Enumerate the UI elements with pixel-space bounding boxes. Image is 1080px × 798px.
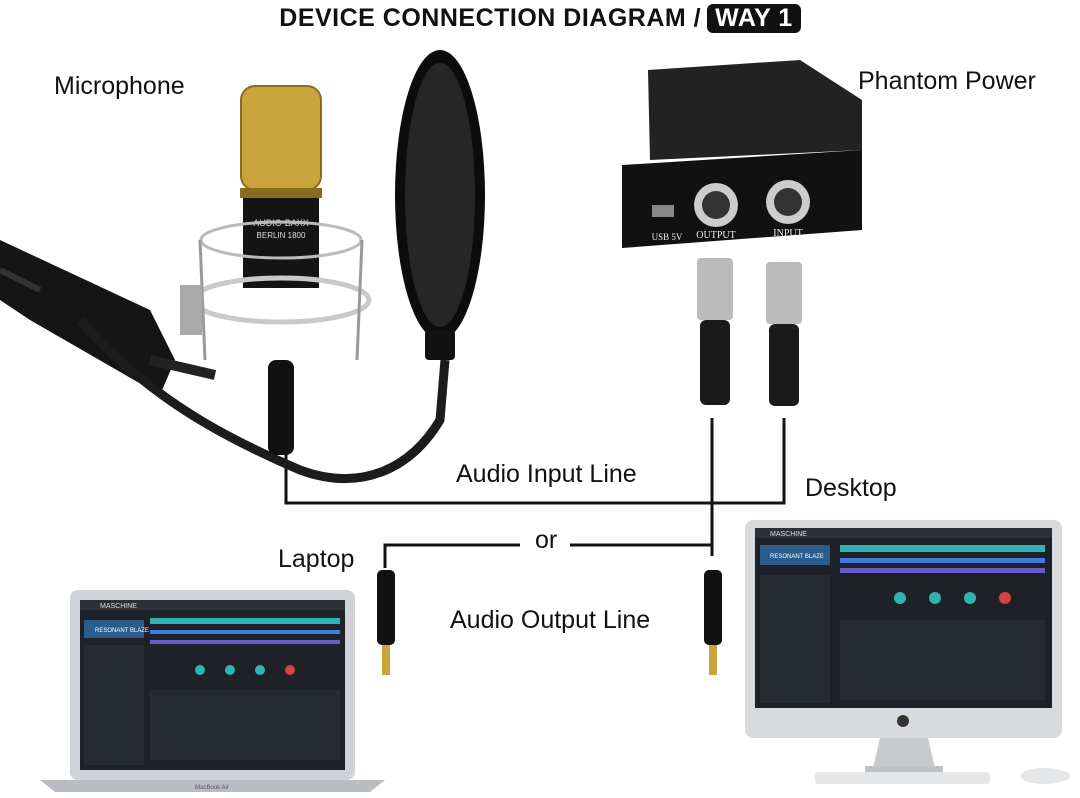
mouse-icon: [1020, 768, 1070, 784]
desktop-label: Desktop: [805, 474, 897, 502]
desktop-project-name: RESONANT BLAZE: [770, 554, 824, 560]
title-text: DEVICE CONNECTION DIAGRAM /: [279, 4, 702, 32]
phantom-power-label: Phantom Power: [858, 67, 1036, 95]
desktop-jack-icon: [704, 570, 722, 675]
laptop-app-name: MASCHINE: [100, 603, 137, 610]
desktop-app-name: MASCHINE: [770, 531, 807, 538]
laptop-model-label: MacBook Air: [195, 785, 229, 791]
microphone-label: Microphone: [54, 72, 185, 100]
input-port-label: INPUT: [773, 228, 802, 239]
audio-input-line-label: Audio Input Line: [456, 460, 637, 488]
audio-output-line-label: Audio Output Line: [450, 606, 651, 634]
pop-filter-icon: [395, 50, 485, 360]
cable-lines: [284, 418, 786, 568]
laptop-branch-line: [383, 543, 520, 568]
xlr-male-connector-icon: [766, 262, 802, 406]
laptop-label: Laptop: [278, 545, 355, 573]
desktop-icon: MASCHINE RESONANT BLAZE: [745, 520, 1070, 784]
phantom-power-box-icon: USB 5V OUTPUT INPUT: [622, 60, 862, 248]
laptop-project-name: RESONANT BLAZE: [95, 628, 149, 634]
laptop-icon: MASCHINE RESONANT BLAZE MacBook Air: [40, 590, 385, 792]
boom-arm-icon: [0, 240, 450, 483]
apple-logo-icon: [897, 715, 909, 727]
mic-model-text: BERLIN 1800: [257, 231, 306, 240]
usb-port-label: USB 5V: [652, 232, 683, 242]
or-label: or: [535, 526, 558, 554]
audio-input-cable: [284, 418, 786, 505]
microphone-icon: AUDIO-BAXX BERLIN 1800: [180, 85, 372, 455]
xlr-female-connector-icon: [697, 258, 733, 405]
output-port-label: OUTPUT: [696, 230, 735, 241]
way-badge: WAY 1: [707, 4, 801, 33]
keyboard-icon: [815, 772, 990, 784]
laptop-jack-icon: [377, 570, 395, 675]
diagram-title: DEVICE CONNECTION DIAGRAM /WAY 1: [0, 4, 1080, 33]
